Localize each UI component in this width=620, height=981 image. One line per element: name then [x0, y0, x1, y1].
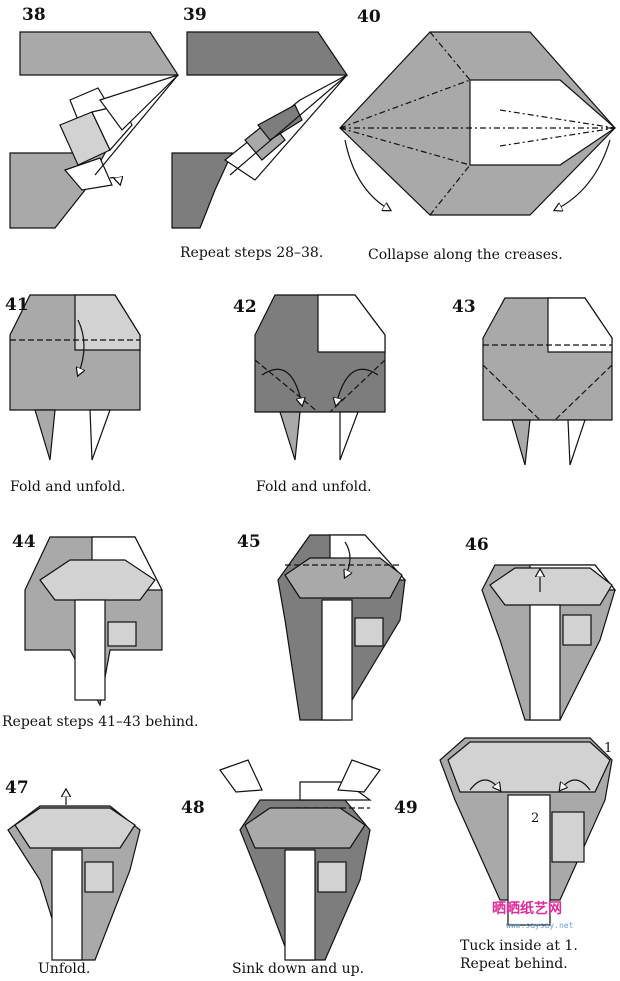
step-41-figure: [9, 294, 141, 461]
step-number-39: 39: [183, 5, 207, 25]
caption-step-44: Repeat steps 41–43 behind.: [2, 714, 198, 730]
step-number-41: 41: [5, 295, 29, 315]
step-39-figure: [171, 31, 349, 229]
caption-step-41: Fold and unfold.: [10, 479, 126, 495]
step-45-figure: [277, 534, 407, 721]
caption-step-49-line2: Repeat behind.: [460, 956, 568, 972]
step-number-42: 42: [233, 297, 257, 317]
caption-step-42: Fold and unfold.: [256, 479, 372, 495]
step-number-49: 49: [394, 798, 418, 818]
step-number-43: 43: [452, 297, 476, 317]
step-number-38: 38: [22, 5, 46, 25]
step-number-45: 45: [237, 532, 261, 552]
step-49-figure: [439, 737, 613, 926]
marker-2: 2: [531, 811, 539, 826]
caption-step-47: Unfold.: [38, 961, 90, 977]
step-44-figure: [24, 536, 163, 707]
step-number-47: 47: [5, 778, 29, 798]
step-number-40: 40: [357, 7, 381, 27]
step-48-figure: [219, 759, 381, 961]
marker-1: 1: [604, 741, 612, 756]
caption-step-49-line1: Tuck inside at 1.: [460, 938, 578, 954]
watermark-cn: 晒晒纸艺网: [492, 900, 562, 917]
step-number-46: 46: [465, 535, 489, 555]
step-43-figure: [482, 297, 613, 466]
step-number-44: 44: [12, 532, 36, 552]
step-number-48: 48: [181, 798, 205, 818]
step-46-figure: [481, 564, 617, 721]
step-47-figure: [7, 790, 141, 961]
watermark-url: www.saysay.net: [506, 921, 574, 930]
caption-step-48: Sink down and up.: [232, 961, 364, 977]
step-40-figure: [339, 31, 616, 216]
step-38-figure: [9, 31, 180, 229]
caption-step-40: Collapse along the creases.: [368, 247, 563, 263]
caption-step-39: Repeat steps 28–38.: [180, 245, 323, 261]
step-42-figure: [254, 294, 386, 461]
